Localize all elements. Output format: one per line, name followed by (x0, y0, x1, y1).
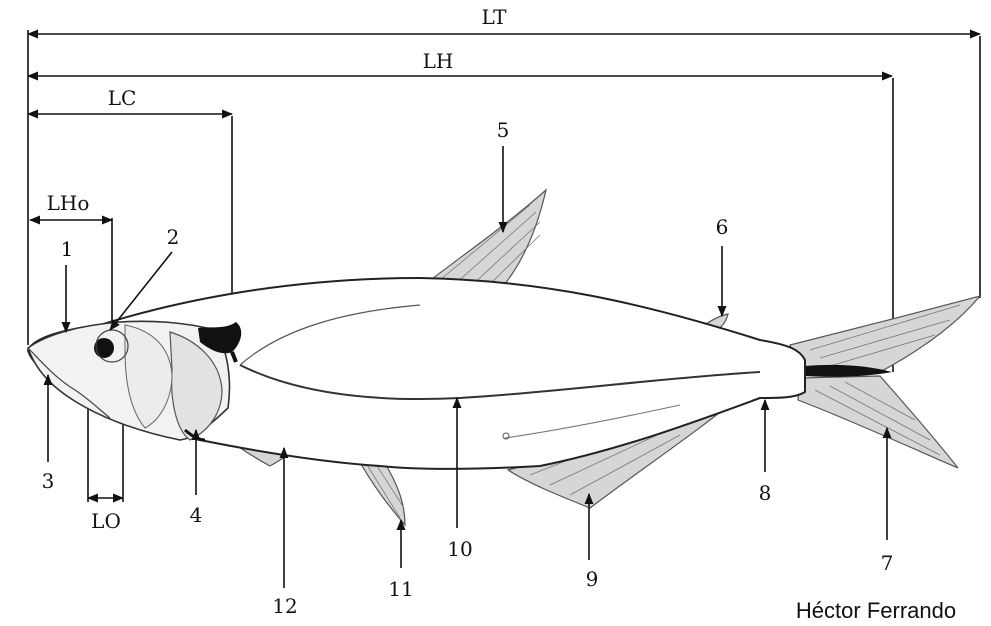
lo-label: LO (91, 509, 121, 533)
lc-label: LC (108, 86, 137, 110)
lh-label: LH (423, 49, 454, 73)
lho-label: LHo (47, 191, 90, 215)
lt-label: LT (482, 5, 508, 29)
part-label-3: 3 (42, 469, 55, 493)
part-label-11: 11 (388, 577, 413, 601)
part-label-5: 5 (497, 118, 510, 142)
part-label-1: 1 (61, 237, 74, 261)
author-credit: Héctor Ferrando (796, 598, 956, 623)
part-label-9: 9 (586, 567, 599, 591)
caudal-fin-lower-lobe (798, 376, 958, 468)
part-label-7: 7 (881, 551, 894, 575)
part-label-12: 12 (272, 594, 297, 618)
part-label-8: 8 (759, 481, 772, 505)
part-label-2: 2 (167, 225, 180, 249)
part-label-10: 10 (447, 537, 472, 561)
part-label-4: 4 (190, 503, 203, 527)
part-label-6: 6 (716, 215, 729, 239)
